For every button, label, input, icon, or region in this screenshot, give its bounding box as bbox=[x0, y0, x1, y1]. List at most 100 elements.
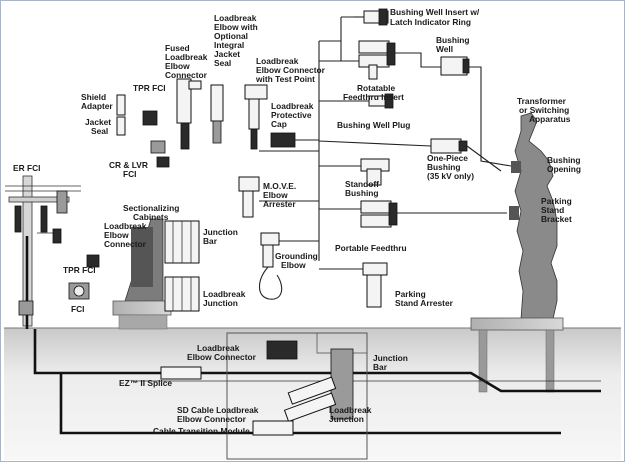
label-junction-bar-low: Junction bbox=[373, 353, 408, 363]
label-grounding-2: Elbow bbox=[281, 260, 306, 270]
label-cable-transition: Cable Transition Module bbox=[153, 426, 250, 436]
loadbreak-elbow-test-point bbox=[244, 84, 268, 150]
vault bbox=[160, 332, 368, 460]
label-protective-cap-3: Cap bbox=[271, 119, 287, 129]
label-move-2: Elbow bbox=[263, 190, 288, 200]
label-parking-arrester: Parking bbox=[395, 289, 426, 299]
label-transformer-3: Apparatus bbox=[529, 114, 571, 124]
underground-cables bbox=[33, 329, 601, 435]
label-parking-bracket: Parking bbox=[541, 196, 572, 206]
label-standoff: Standoff bbox=[345, 179, 379, 189]
label-bushing-opening-2: Opening bbox=[547, 164, 581, 174]
tpr-fci-low bbox=[86, 254, 100, 268]
junction-bar-top bbox=[164, 220, 200, 264]
label-loadbreak-junction-top-2: Junction bbox=[203, 298, 238, 308]
grounding-elbow bbox=[258, 232, 283, 300]
bushing-well bbox=[440, 56, 470, 76]
connector-lines bbox=[259, 16, 512, 270]
standoff-bushing bbox=[360, 158, 390, 186]
label-transformer-2: or Switching bbox=[519, 105, 569, 115]
label-tpr-fci-top: TPR FCI bbox=[133, 83, 166, 93]
label-one-piece-3: (35 kV only) bbox=[427, 171, 474, 181]
label-fused-2: Loadbreak bbox=[165, 52, 208, 62]
label-ug-elbow: Loadbreak bbox=[197, 343, 240, 353]
label-er-fci: ER FCI bbox=[13, 163, 40, 173]
transformer-apparatus bbox=[470, 112, 564, 393]
move-elbow-arrester bbox=[238, 176, 260, 218]
label-test-point: Loadbreak bbox=[256, 56, 299, 66]
label-bushing-well: Bushing bbox=[436, 35, 470, 45]
label-transformer: Transformer bbox=[517, 96, 567, 106]
label-sectionalizing-2: Cabinets bbox=[133, 212, 169, 222]
label-parking-bracket-3: Bracket bbox=[541, 214, 572, 224]
protective-cap bbox=[270, 132, 319, 148]
label-shield-adapter: Shield bbox=[81, 92, 106, 102]
label-cr-lvr-2: FCI bbox=[123, 169, 137, 179]
label-protective-cap-2: Protective bbox=[271, 110, 312, 120]
label-loadbreak-junction-top: Loadbreak bbox=[203, 289, 246, 299]
loadbreak-junction-top bbox=[164, 276, 200, 312]
label-fci: FCI bbox=[71, 304, 85, 314]
label-portable-feedthru: Portable Feedthru bbox=[335, 243, 407, 253]
label-junction-bar-top: Junction bbox=[203, 227, 238, 237]
label-optional-3: Optional bbox=[214, 31, 248, 41]
label-junction-bar-low-2: Bar bbox=[373, 362, 388, 372]
portable-feedthru bbox=[360, 200, 398, 228]
label-protective-cap: Loadbreak bbox=[271, 101, 314, 111]
label-fused-4: Connector bbox=[165, 70, 208, 80]
label-loadbreak-elbow-conn-3: Connector bbox=[104, 239, 147, 249]
label-parking-arrester-2: Stand Arrester bbox=[395, 298, 454, 308]
shield-adapter bbox=[116, 94, 126, 136]
loadbreak-elbow-jacket-seal bbox=[210, 84, 224, 144]
label-fused: Fused bbox=[165, 43, 190, 53]
tpr-fci-top bbox=[142, 110, 158, 126]
label-shield-adapter-2: Adapter bbox=[81, 101, 113, 111]
label-fused-3: Elbow bbox=[165, 61, 190, 71]
label-junction-bar-top-2: Bar bbox=[203, 236, 218, 246]
label-bushing-well-plug: Bushing Well Plug bbox=[337, 120, 410, 130]
rotatable-feedthru-insert bbox=[358, 40, 396, 80]
label-optional-2: Elbow with bbox=[214, 22, 258, 32]
label-optional: Loadbreak bbox=[214, 13, 257, 23]
label-test-point-2: Elbow Connector bbox=[256, 65, 326, 75]
sectionalizing-cabinet bbox=[112, 218, 172, 330]
label-test-point-3: with Test Point bbox=[255, 74, 315, 84]
label-move: M.O.V.E. bbox=[263, 181, 296, 191]
label-parking-bracket-2: Stand bbox=[541, 205, 564, 215]
label-rotatable-2: Feedthru Insert bbox=[343, 92, 404, 102]
label-optional-6: Seal bbox=[214, 58, 231, 68]
label-jacket-seal: Jacket bbox=[85, 117, 111, 127]
cr-lvr-fci bbox=[150, 140, 170, 168]
label-ez-splice: EZ™ II Splice bbox=[119, 378, 172, 388]
label-rotatable: Rotatable bbox=[357, 83, 396, 93]
label-jacket-seal-2: Seal bbox=[91, 126, 108, 136]
label-sd-cable-2: Elbow Connector bbox=[177, 414, 247, 424]
label-cr-lvr: CR & LVR bbox=[109, 160, 148, 170]
one-piece-bushing bbox=[430, 138, 468, 154]
label-one-piece: One-Piece bbox=[427, 153, 468, 163]
label-one-piece-2: Bushing bbox=[427, 162, 461, 172]
label-bushing-well-2: Well bbox=[436, 44, 453, 54]
label-optional-5: Jacket bbox=[214, 49, 240, 59]
fci-device bbox=[68, 282, 90, 300]
label-standoff-2: Bushing bbox=[345, 188, 379, 198]
utility-pole bbox=[5, 175, 81, 329]
fused-loadbreak-elbow bbox=[176, 78, 202, 150]
label-loadbreak-elbow-conn: Loadbreak bbox=[104, 221, 147, 231]
label-sectionalizing: Sectionalizing bbox=[123, 203, 179, 213]
labels: Bushing Well Insert w/ Latch Indicator R… bbox=[13, 7, 581, 436]
label-bushing-well-insert: Bushing Well Insert w/ bbox=[390, 7, 480, 17]
label-bushing-well-insert-2: Latch Indicator Ring bbox=[390, 17, 471, 27]
label-bushing-opening: Bushing bbox=[547, 155, 581, 165]
label-loadbreak-junction-low: Loadbreak bbox=[329, 405, 372, 415]
parking-stand-arrester bbox=[362, 262, 388, 308]
label-tpr-fci-low: TPR FCI bbox=[63, 265, 96, 275]
bushing-well-insert bbox=[354, 8, 389, 26]
label-move-3: Arrester bbox=[263, 199, 296, 209]
label-loadbreak-junction-low-2: Junction bbox=[329, 414, 364, 424]
label-ug-elbow-2: Elbow Connector bbox=[187, 352, 257, 362]
label-grounding: Grounding bbox=[275, 251, 318, 261]
label-optional-4: Integral bbox=[214, 40, 244, 50]
